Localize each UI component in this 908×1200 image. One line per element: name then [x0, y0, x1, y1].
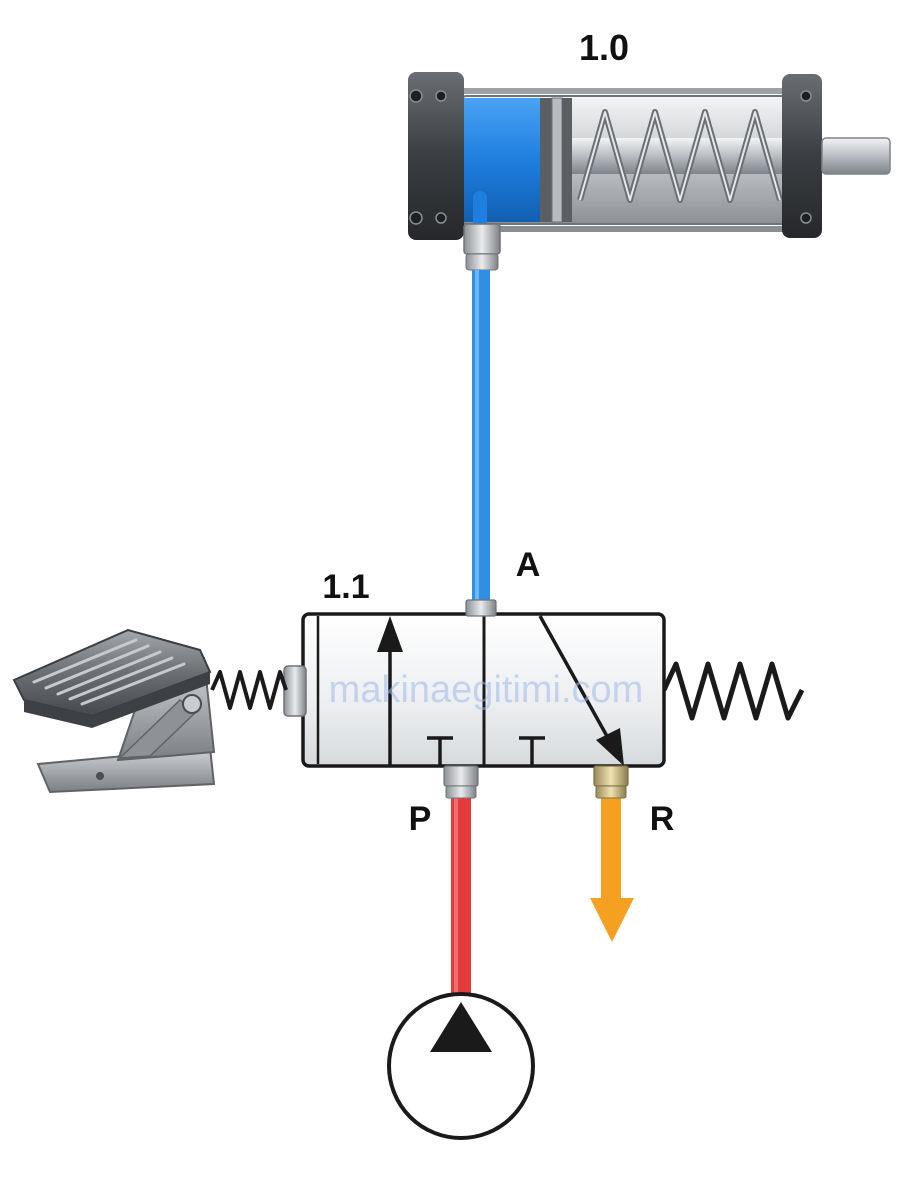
pump-circle [387, 992, 535, 1140]
cylinder-supply-line [472, 270, 490, 604]
cylinder-piston [540, 98, 552, 222]
exhaust-arrow-icon [590, 898, 634, 942]
tie-rod-bottom [440, 226, 790, 232]
watermark: makinaegitimi.com [329, 669, 644, 711]
port-r-label: R [650, 800, 675, 838]
port-p-fitting [443, 765, 479, 787]
single-acting-cylinder [408, 72, 891, 271]
valve-label: 1.1 [322, 568, 369, 606]
directional-control-valve [210, 599, 805, 799]
cylinder-rear-cap [408, 72, 464, 240]
tie-rod-top [440, 88, 790, 94]
pedal-spring-icon [210, 670, 288, 710]
pedal-hinge-pin [182, 694, 202, 714]
cylinder-front-cap [782, 74, 822, 238]
pump-symbol-icon [387, 992, 535, 1140]
pump-arrow-icon [430, 1002, 492, 1052]
flow-arrow-diagonal-icon [596, 728, 624, 766]
foot-pedal-icon[interactable] [12, 628, 216, 794]
port-r-fitting [593, 765, 629, 787]
cylinder-label: 1.0 [579, 27, 629, 68]
cylinder-port-fitting [463, 223, 501, 255]
piston-rod [572, 138, 794, 174]
flow-arrow-up-icon [377, 616, 403, 652]
port-a-label: A [516, 546, 541, 584]
exhaust-line [601, 797, 621, 900]
port-p-label: P [409, 800, 432, 838]
port-a-fitting [465, 599, 497, 617]
valve-return-spring-icon [661, 661, 805, 721]
piston-rod-end [821, 137, 891, 175]
